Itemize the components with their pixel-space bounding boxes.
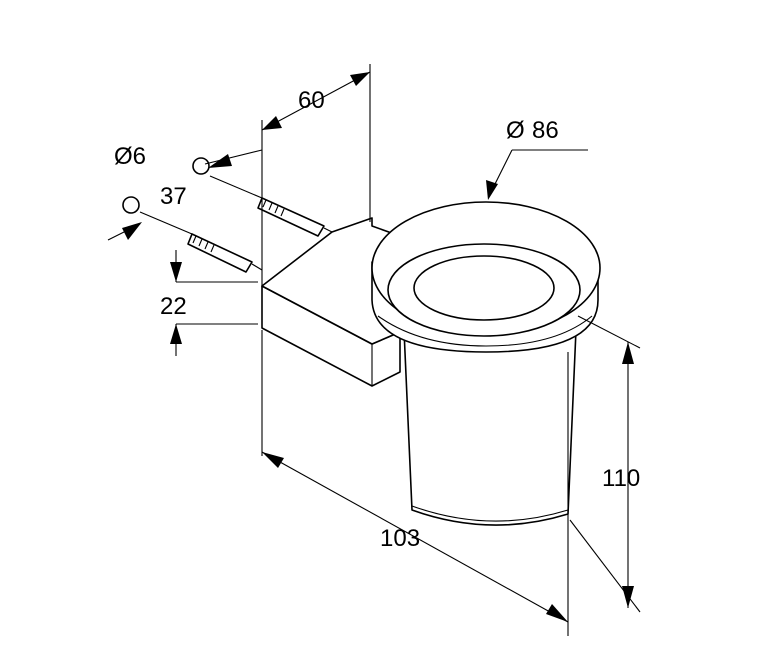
dimension-height: 110 [569, 315, 641, 613]
dimension-projection-label: 60 [298, 87, 325, 114]
dimension-plate-height: 22 [160, 250, 258, 356]
dimension-cup-diameter-symbol: Ø [506, 117, 525, 144]
dimension-projection: 60 [261, 64, 371, 290]
dimension-depth-label: 37 [160, 183, 187, 210]
wall-bracket [261, 217, 401, 387]
tumbler [403, 329, 577, 526]
wall-plug-lower [139, 211, 263, 273]
hole-marker-lower [122, 196, 140, 214]
wall-plug-upper [209, 175, 341, 237]
hole-marker-upper [192, 157, 210, 175]
dimension-cup-diameter: Ø 86 [486, 117, 588, 200]
dimension-plate-height-label: 22 [160, 293, 187, 320]
holder-ring [371, 201, 601, 353]
dimension-width: 103 [261, 330, 569, 636]
dimension-width-label: 103 [380, 525, 420, 552]
dimension-height-label: 110 [602, 465, 640, 492]
dimension-cup-diameter-label: 86 [532, 117, 559, 144]
dimension-hole: Ø6 37 [107, 143, 263, 241]
dimension-hole-diameter-label: Ø6 [114, 143, 146, 170]
